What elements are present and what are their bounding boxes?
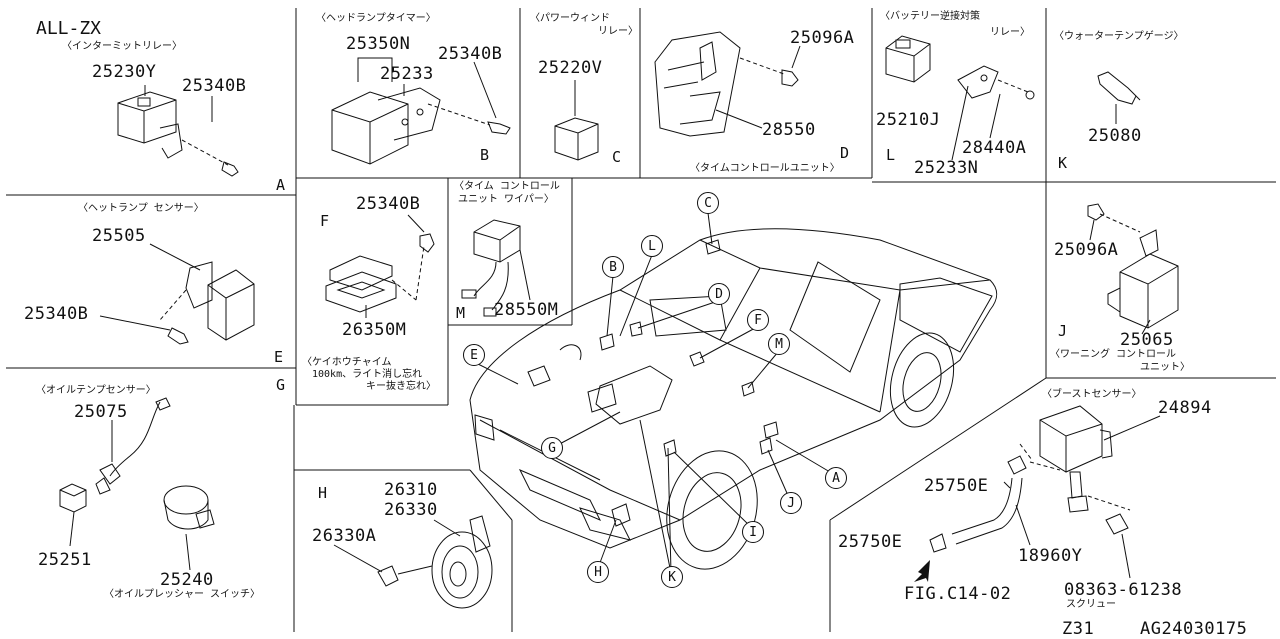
part-26310[interactable]: 26310 bbox=[384, 480, 438, 500]
part-25065[interactable]: 25065 bbox=[1120, 330, 1174, 350]
part-25340b-e[interactable]: 25340B bbox=[24, 304, 89, 324]
section-f-caption-2: 100km、ライト消し忘れ bbox=[312, 369, 423, 380]
part-25350n[interactable]: 25350N bbox=[346, 34, 411, 54]
section-d-letter: D bbox=[840, 144, 850, 162]
section-k-caption: 〈ウォーターテンプゲージ〉 bbox=[1054, 31, 1184, 42]
callout-j[interactable]: J bbox=[780, 492, 802, 514]
model-label: ALL-ZX bbox=[36, 18, 102, 39]
section-j-caption-1: 〈ワーニング コントロール bbox=[1050, 349, 1177, 360]
section-j-caption-2: ユニット〉 bbox=[1140, 362, 1190, 373]
section-a-caption: 〈インターミットリレー〉 bbox=[62, 41, 182, 52]
part-25340b-b[interactable]: 25340B bbox=[438, 44, 503, 64]
section-j-letter: J bbox=[1058, 322, 1068, 340]
section-f-caption-1: 〈ケイホウチャイム bbox=[302, 357, 392, 368]
boost-caption: 〈ブーストセンサー〉 bbox=[1042, 389, 1142, 400]
callout-d[interactable]: D bbox=[708, 283, 730, 305]
section-l-letter: L bbox=[886, 146, 896, 164]
callout-g[interactable]: G bbox=[541, 437, 563, 459]
part-25750e-lower[interactable]: 25750E bbox=[838, 532, 903, 552]
section-f-caption-3: キー抜き忘れ〉 bbox=[366, 381, 436, 392]
part-25340b-f[interactable]: 25340B bbox=[356, 194, 421, 214]
callout-m[interactable]: M bbox=[768, 333, 790, 355]
section-d-caption: 〈タイムコントロールユニット〉 bbox=[690, 163, 840, 174]
section-e-letter: E bbox=[274, 348, 284, 366]
part-25251[interactable]: 25251 bbox=[38, 550, 92, 570]
section-h-letter: H bbox=[318, 484, 328, 502]
callout-c[interactable]: C bbox=[697, 192, 719, 214]
section-g-caption-2: 〈オイルプレッシャー スイッチ〉 bbox=[104, 589, 261, 600]
part-25233[interactable]: 25233 bbox=[380, 64, 434, 84]
part-26330a[interactable]: 26330A bbox=[312, 526, 377, 546]
callout-i[interactable]: I bbox=[742, 521, 764, 543]
callout-f[interactable]: F bbox=[747, 309, 769, 331]
section-e-caption: 〈ヘットランプ センサー〉 bbox=[78, 203, 204, 214]
section-m-letter: M bbox=[456, 304, 466, 322]
section-k-letter: K bbox=[1058, 154, 1068, 172]
callout-a[interactable]: A bbox=[825, 467, 847, 489]
section-c-caption-2: リレー〉 bbox=[598, 26, 638, 37]
part-25096a-d[interactable]: 25096A bbox=[790, 28, 855, 48]
section-f-letter: F bbox=[320, 212, 330, 230]
section-b-letter: B bbox=[480, 146, 490, 164]
part-26350m[interactable]: 26350M bbox=[342, 320, 407, 340]
section-a-letter: A bbox=[276, 176, 286, 194]
fig-reference-link[interactable]: FIG.C14-02 bbox=[904, 584, 1012, 604]
screw-label: スクリュー bbox=[1066, 599, 1116, 610]
callout-k[interactable]: K bbox=[661, 566, 683, 588]
part-25240[interactable]: 25240 bbox=[160, 570, 214, 590]
part-28440a[interactable]: 28440A bbox=[962, 138, 1027, 158]
callout-b[interactable]: B bbox=[602, 256, 624, 278]
part-18960y[interactable]: 18960Y bbox=[1018, 546, 1083, 566]
callout-l[interactable]: L bbox=[641, 235, 663, 257]
callout-e[interactable]: E bbox=[463, 344, 485, 366]
section-b-caption: 〈ヘッドランプタイマー〉 bbox=[316, 13, 436, 24]
section-m-caption-1: 〈タイム コントロール bbox=[454, 181, 560, 192]
section-g-letter: G bbox=[276, 376, 286, 394]
part-25075[interactable]: 25075 bbox=[74, 402, 128, 422]
section-c-letter: C bbox=[612, 148, 622, 166]
part-25505[interactable]: 25505 bbox=[92, 226, 146, 246]
section-c-caption-1: 〈パワーウィンド bbox=[530, 13, 610, 24]
part-25210j[interactable]: 25210J bbox=[876, 110, 941, 130]
illustration-number: AG24030175 bbox=[1140, 619, 1248, 639]
part-25220v[interactable]: 25220V bbox=[538, 58, 603, 78]
part-25230y[interactable]: 25230Y bbox=[92, 62, 157, 82]
part-25080[interactable]: 25080 bbox=[1088, 126, 1142, 146]
part-25750e-upper[interactable]: 25750E bbox=[924, 476, 989, 496]
section-m-caption-2: ユニット ワイパー〉 bbox=[458, 194, 554, 205]
part-25340b-a[interactable]: 25340B bbox=[182, 76, 247, 96]
callout-h[interactable]: H bbox=[587, 561, 609, 583]
section-l-caption-2: リレー〉 bbox=[990, 27, 1030, 38]
section-l-caption-1: 〈バッテリー逆接対策 bbox=[880, 11, 980, 22]
section-g-caption: 〈オイルテンプセンサー〉 bbox=[36, 385, 156, 396]
part-28550m[interactable]: 28550M bbox=[494, 300, 559, 320]
part-25096a-j[interactable]: 25096A bbox=[1054, 240, 1119, 260]
model-code: Z31 bbox=[1062, 619, 1095, 639]
part-08363-61238[interactable]: 08363-61238 bbox=[1064, 580, 1183, 600]
part-26330[interactable]: 26330 bbox=[384, 500, 438, 520]
part-28550[interactable]: 28550 bbox=[762, 120, 816, 140]
part-25233n[interactable]: 25233N bbox=[914, 158, 979, 178]
part-24894[interactable]: 24894 bbox=[1158, 398, 1212, 418]
